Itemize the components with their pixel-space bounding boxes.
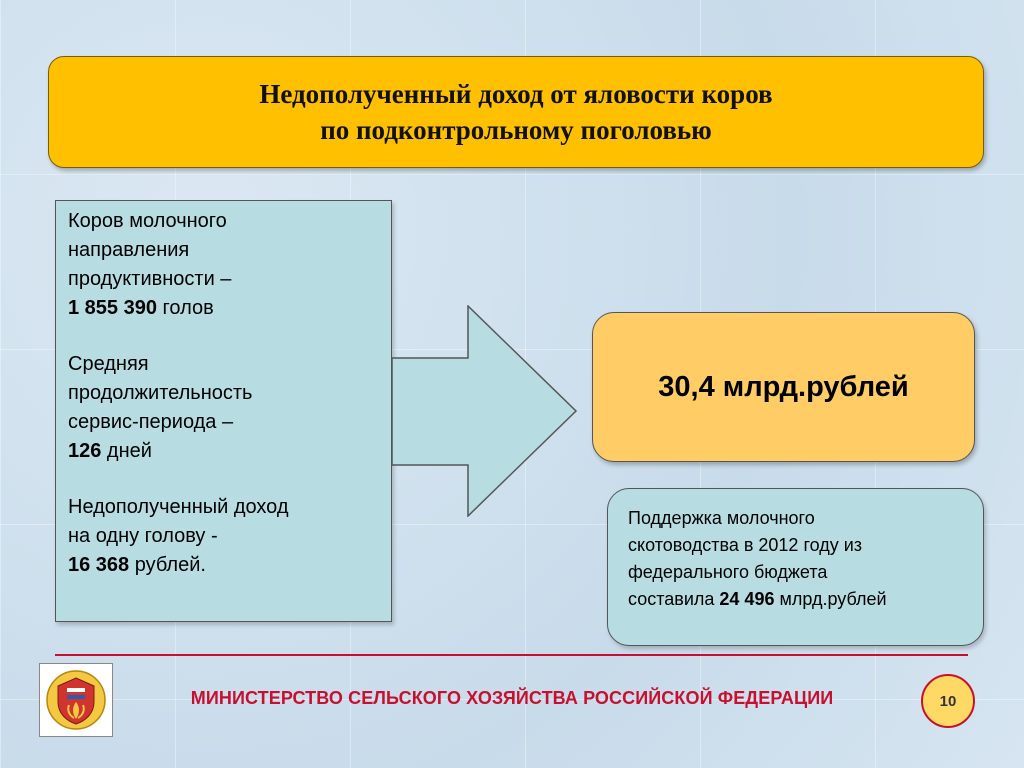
footer-divider (55, 654, 968, 656)
cows-value: 1 855 390 (68, 297, 157, 319)
title-line-2: по подконтрольному поголовью (320, 115, 712, 145)
service-fact: Средняя продолжительность сервис-периода… (68, 350, 379, 466)
cows-line-2: направления (68, 239, 190, 261)
cows-line-3: продуктивности – (68, 268, 232, 290)
cows-line-1: Коров молочного (68, 210, 227, 232)
support-unit: млрд.рублей (774, 589, 887, 609)
result-box: 30,4 млрд.рублей (592, 312, 975, 462)
service-value-line: 126 дней (68, 437, 379, 466)
facts-panel: Коров молочного направления продуктивнос… (55, 200, 392, 622)
ministry-name: МИНИСТЕРСТВО СЕЛЬСКОГО ХОЗЯЙСТВА РОССИЙС… (190, 688, 834, 708)
support-line-4: составила 24 496 млрд.рублей (628, 586, 965, 613)
cows-fact: Коров молочного направления продуктивнос… (68, 207, 379, 323)
title-line-1: Недополученный доход от яловости коров (259, 79, 773, 109)
support-prefix: составила (628, 589, 720, 609)
loss-unit: рублей. (129, 554, 206, 576)
loss-line-2: на одну голову - (68, 525, 218, 547)
right-arrow-icon (392, 305, 578, 517)
service-unit: дней (101, 440, 152, 462)
loss-value: 16 368 (68, 554, 130, 576)
result-value: 30,4 млрд.рублей (658, 370, 909, 403)
support-box: Поддержка молочного скотоводства в 2012 … (607, 488, 984, 646)
service-value: 126 (68, 440, 102, 462)
support-value: 24 496 (719, 589, 775, 609)
support-line-1: Поддержка молочного (628, 508, 815, 528)
title-banner: Недополученный доход от яловости коров п… (48, 56, 984, 168)
service-line-2: продолжительность (68, 382, 253, 404)
emblem-graphic (46, 670, 106, 730)
page-number-badge: 10 (921, 674, 975, 728)
cows-unit: голов (156, 297, 214, 319)
loss-line-1: Недополученный доход (68, 496, 289, 518)
loss-fact: Недополученный доход на одну голову - 16… (68, 493, 379, 580)
service-line-3: сервис-периода – (68, 411, 234, 433)
support-line-3: федерального бюджета (628, 562, 828, 582)
support-line-2: скотоводства в 2012 году из (628, 535, 863, 555)
cows-value-line: 1 855 390 голов (68, 294, 379, 323)
ministry-emblem-icon (39, 663, 113, 737)
service-line-1: Средняя (68, 353, 149, 375)
loss-value-line: 16 368 рублей. (68, 551, 379, 580)
